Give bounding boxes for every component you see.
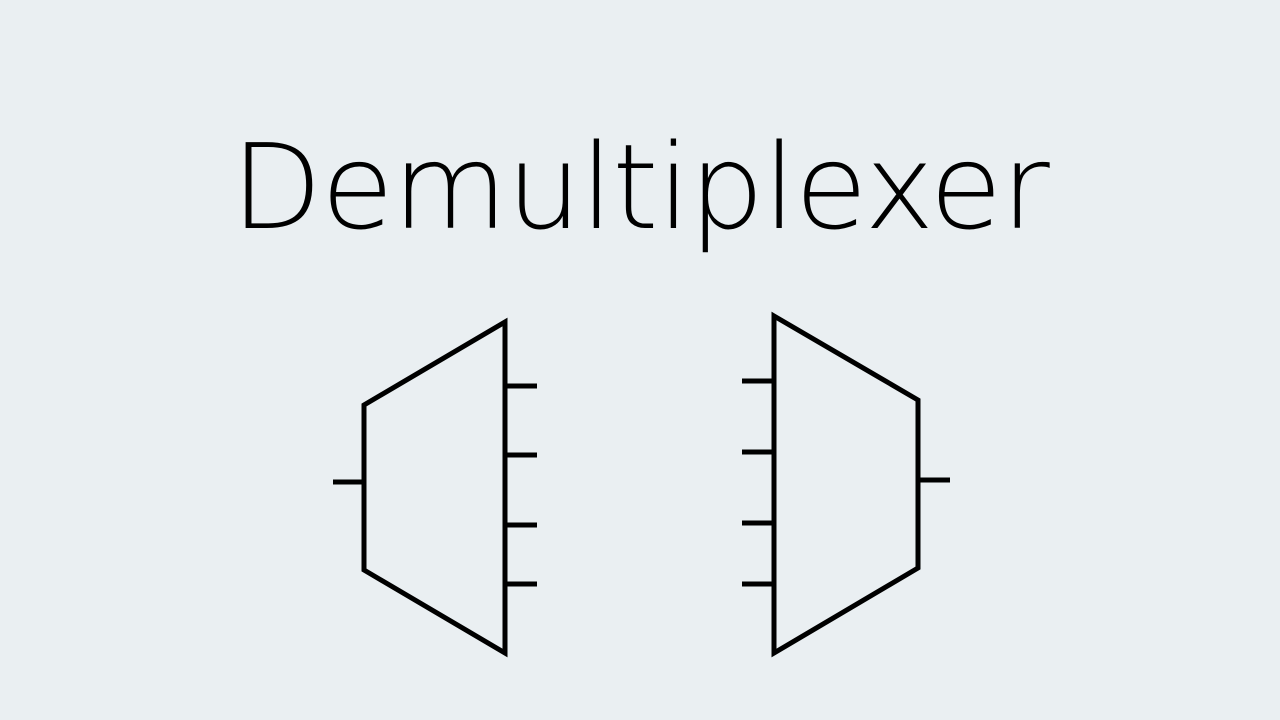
multiplexer-symbol xyxy=(742,311,950,658)
demultiplexer-body xyxy=(361,317,508,658)
page-title: Demultiplexer xyxy=(231,118,1050,256)
multiplexer-body xyxy=(771,311,921,658)
demultiplexer-symbol xyxy=(333,317,537,658)
